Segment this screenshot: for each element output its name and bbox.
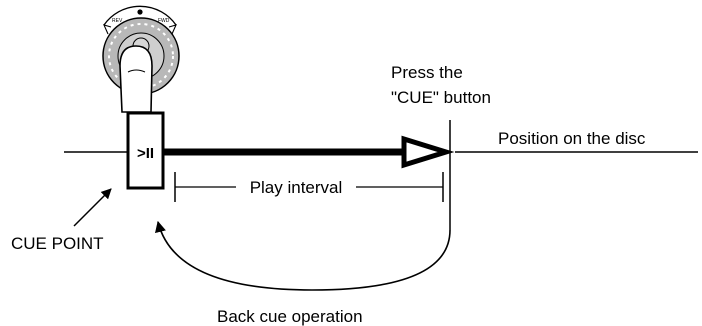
play-pause-symbol: >II (137, 145, 154, 162)
dial-rev-arrow (103, 24, 112, 35)
play-interval-label: Play interval (250, 178, 343, 197)
jog-dial-icon: REV FWD (102, 5, 180, 113)
cue-point-label: CUE POINT (11, 234, 104, 253)
finger-nail (127, 69, 146, 73)
playback-arrow-head (401, 135, 455, 169)
press-label-line2: "CUE" button (391, 88, 491, 107)
back-cue-curve-arrow (155, 220, 451, 291)
dial-fwd-arrow (168, 24, 177, 35)
finger-icon (119, 45, 153, 113)
dial-rotation-arc (103, 5, 177, 26)
dial-fwd-label: FWD (158, 18, 170, 24)
position-label: Position on the disc (498, 129, 646, 148)
dial-top-dot (137, 9, 143, 15)
press-label-line1: Press the (391, 63, 463, 82)
back-cue-label: Back cue operation (217, 307, 363, 326)
play-pause-button (126, 111, 165, 190)
dial-rev-label: REV (112, 18, 123, 24)
cue-point-arrow (73, 188, 112, 227)
